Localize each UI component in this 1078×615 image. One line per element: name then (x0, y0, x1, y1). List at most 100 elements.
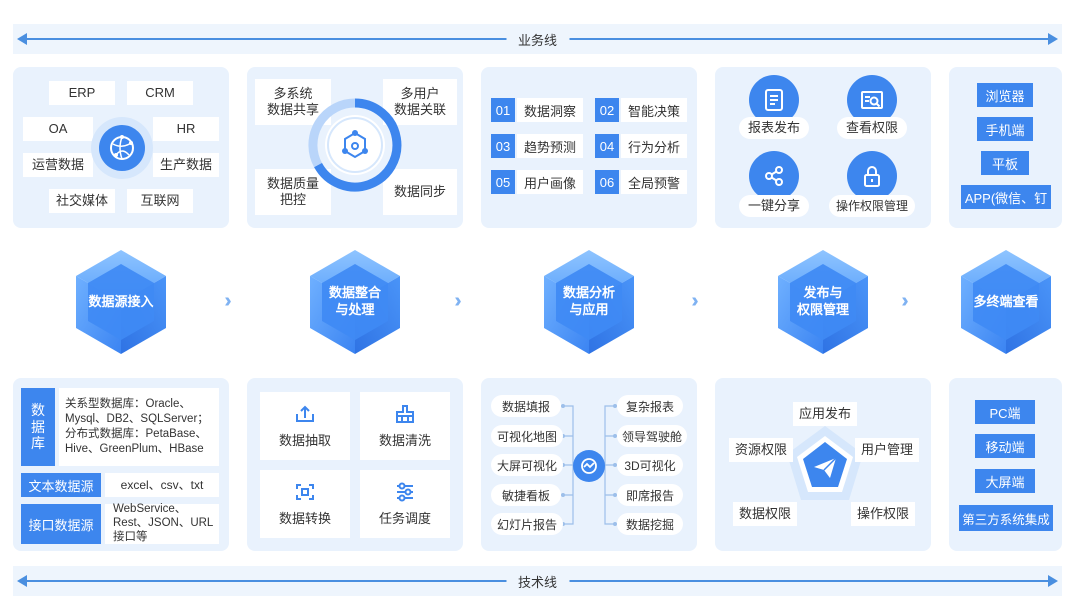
integration-tile: 数据转换 (260, 470, 350, 538)
lock-icon (847, 151, 897, 201)
chart-analytics-icon (573, 450, 605, 482)
globe-ring (91, 117, 153, 179)
hexagon-cube-icon (961, 250, 1051, 354)
sliders-icon (397, 482, 413, 501)
analysis-right-item: 领导驾驶舱 (617, 425, 687, 447)
analysis-num: 03 (491, 134, 515, 158)
tech-line-band: 技术线 (13, 566, 1062, 596)
bottom-analysis-panel: 数据填报 可视化地图 大屏可视化 敏捷看板 幻灯片报告 复杂报表 领导驾驶舱 3… (481, 378, 697, 551)
integration-tile: 任务调度 (360, 470, 450, 538)
analysis-label: 全局预警 (621, 170, 687, 194)
analysis-num: 06 (595, 170, 619, 194)
terminal-item: 手机端 (977, 117, 1033, 141)
analysis-left-item: 幻灯片报告 (491, 513, 563, 535)
arrow-right-icon (1048, 575, 1058, 587)
stage-label: 数据源接入 (88, 293, 154, 309)
publish-bottom-item: 操作权限 (851, 502, 915, 526)
paper-plane-icon (814, 457, 837, 478)
stage-label: 多终端查看 (973, 293, 1039, 309)
source-item: 社交媒体 (49, 189, 115, 213)
arrow-left-icon (17, 33, 27, 45)
stage-hexagon: 发布与 权限管理 (767, 246, 879, 358)
business-line-label: 业务线 (505, 30, 570, 49)
publish-label: 查看权限 (837, 117, 907, 139)
analysis-left-item: 可视化地图 (491, 425, 563, 447)
broom-icon (396, 404, 414, 423)
stage-hexagon: 多终端查看 (950, 246, 1062, 358)
analysis-label: 智能决策 (621, 98, 687, 122)
source-tag: 接口数据源 (21, 504, 101, 544)
publish-bottom-item: 数据权限 (733, 502, 797, 526)
analysis-num: 01 (491, 98, 515, 122)
analysis-num: 02 (595, 98, 619, 122)
stage-label: 数据分析 与应用 (562, 285, 615, 317)
analysis-label: 行为分析 (621, 134, 687, 158)
upload-icon (296, 405, 314, 422)
source-tag: 文本数据源 (21, 473, 101, 497)
stage-label: 发布与 权限管理 (796, 285, 849, 317)
source-desc: excel、csv、txt (105, 473, 219, 497)
publish-label: 报表发布 (739, 117, 809, 139)
tile-label: 数据转换 (278, 510, 331, 526)
top-terminals-panel: 浏览器 手机端 平板 APP(微信、钉 (949, 67, 1062, 228)
analysis-num: 04 (595, 134, 619, 158)
publish-bottom-item: 应用发布 (793, 402, 857, 426)
terminal-item: 浏览器 (977, 83, 1033, 107)
tile-label: 任务调度 (378, 510, 431, 526)
hexagon-cube-icon (544, 250, 634, 354)
top-publish-panel: 报表发布 查看权限 一键分享 操作权限管理 (715, 67, 931, 228)
stage-hexagon: 数据整合 与处理 (299, 246, 411, 358)
analysis-left-item: 大屏可视化 (491, 454, 563, 476)
hexagon-molecule-icon (308, 98, 402, 192)
publish-bottom-item: 资源权限 (729, 438, 793, 462)
publish-label: 一键分享 (739, 195, 809, 217)
hexagon-cube-icon (310, 250, 400, 354)
source-item: CRM (127, 81, 193, 105)
analysis-left-item: 敏捷看板 (491, 484, 561, 506)
integration-item: 多用户 数据关联 (383, 79, 457, 125)
bottom-source-panel: 数 据 库 关系型数据库：Oracle、 Mysql、DB2、SQLServer… (13, 378, 229, 551)
top-integration-panel: 多系统 数据共享 多用户 数据关联 数据质量 把控 数据同步 (247, 67, 463, 228)
stage-hexagon: 数据分析 与应用 (533, 246, 645, 358)
terminal-bottom-item: PC端 (975, 400, 1035, 424)
terminal-item: APP(微信、钉 (961, 185, 1051, 209)
analysis-label: 趋势预测 (517, 134, 583, 158)
terminal-item: 平板 (981, 151, 1029, 175)
hexagon-cube-icon (76, 250, 166, 354)
source-item: ERP (49, 81, 115, 105)
analysis-label: 数据洞察 (517, 98, 583, 122)
source-desc: WebService、 Rest、JSON、URL 接口等 (105, 503, 219, 544)
stage-label: 数据整合 与处理 (328, 285, 381, 317)
bottom-terminals-panel: PC端 移动端 大屏端 第三方系统集成 (949, 378, 1062, 551)
top-analysis-panel: 01 数据洞察 02 智能决策 03 趋势预测 04 行为分析 05 用户画像 … (481, 67, 697, 228)
publish-label: 操作权限管理 (829, 195, 915, 217)
source-item: OA (23, 117, 93, 141)
integration-item: 数据同步 (383, 169, 457, 215)
tech-line-label: 技术线 (505, 572, 570, 591)
source-desc: 关系型数据库：Oracle、 Mysql、DB2、SQLServer； 分布式数… (59, 388, 219, 466)
analysis-num: 05 (491, 170, 515, 194)
source-item: HR (153, 117, 219, 141)
analysis-label: 用户画像 (517, 170, 583, 194)
analysis-right-item: 3D可视化 (617, 454, 683, 476)
terminal-bottom-item: 移动端 (975, 434, 1035, 458)
integration-tile: 数据清洗 (360, 392, 450, 460)
globe-network-icon (99, 125, 145, 171)
business-line-band: 业务线 (13, 24, 1062, 54)
tile-label: 数据清洗 (378, 432, 431, 448)
hexagon-cube-icon (778, 250, 868, 354)
terminal-bottom-item: 第三方系统集成 (959, 505, 1053, 531)
search-window-icon (847, 75, 897, 125)
tile-label: 数据抽取 (278, 432, 331, 448)
terminal-bottom-item: 大屏端 (975, 469, 1035, 493)
integration-tile: 数据抽取 (260, 392, 350, 460)
bottom-publish-panel: 应用发布 资源权限 用户管理 数据权限 操作权限 (715, 378, 931, 551)
source-item: 互联网 (127, 189, 193, 213)
bottom-integration-panel: 数据抽取 数据清洗 数据转换 任务调度 (247, 378, 463, 551)
analysis-right-item: 数据挖掘 (617, 513, 683, 535)
integration-item: 数据质量 把控 (255, 169, 331, 215)
source-tag: 数 据 库 (21, 388, 55, 466)
top-source-panel: ERP CRM OA HR 运营数据 生产数据 社交媒体 互联网 (13, 67, 229, 228)
integration-item: 多系统 数据共享 (255, 79, 331, 125)
analysis-right-item: 复杂报表 (617, 395, 683, 417)
